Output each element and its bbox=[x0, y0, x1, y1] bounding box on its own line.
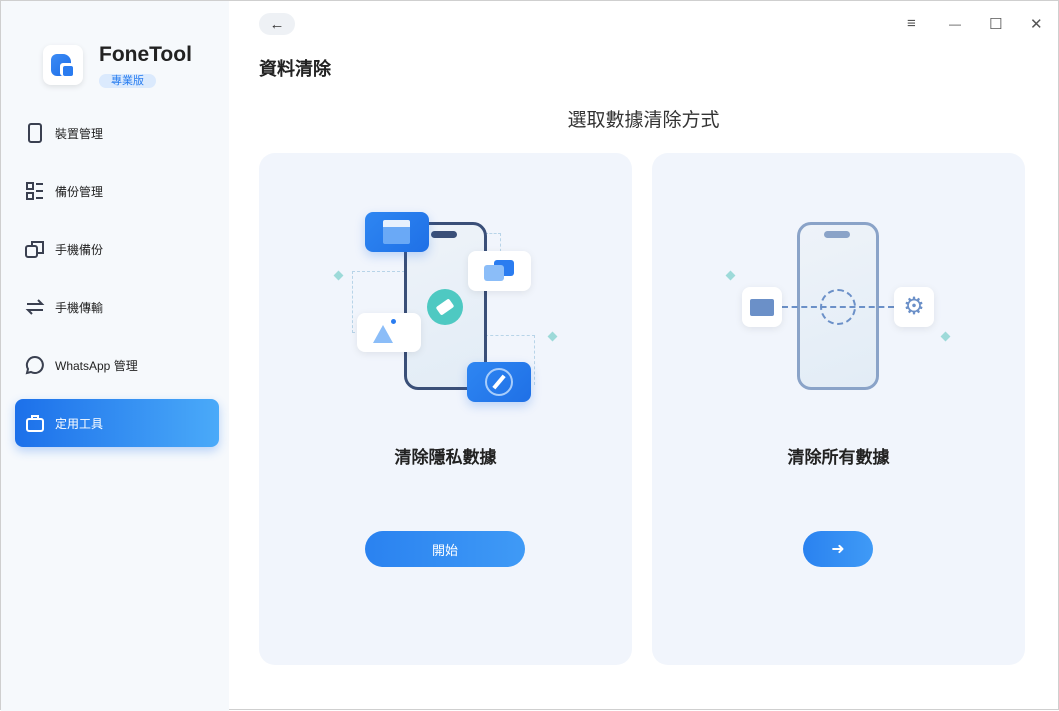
clear-private-data-card[interactable]: 清除隱私數據 開始 bbox=[259, 153, 632, 665]
chat-icon bbox=[25, 355, 44, 375]
messages-icon bbox=[468, 251, 531, 291]
sidebar-item-label: 手機備份 bbox=[55, 242, 104, 257]
sidebar-item-backup-manager[interactable]: 備份管理 bbox=[15, 167, 219, 215]
browser-window-icon bbox=[365, 212, 429, 252]
sidebar-item-phone-transfer[interactable]: 手機傳輸 bbox=[15, 283, 219, 331]
maximize-button[interactable]: ☐ bbox=[989, 16, 1003, 33]
photo-icon bbox=[357, 313, 421, 352]
sidebar-item-whatsapp[interactable]: WhatsApp 管理 bbox=[15, 341, 219, 389]
minimize-button[interactable]: — bbox=[949, 17, 961, 31]
compass-icon bbox=[467, 362, 531, 402]
sidebar: FoneTool 專業版 裝置管理 備份管理 手機備份 手機傳輸 WhatsAp… bbox=[1, 1, 229, 711]
copy-icon bbox=[25, 241, 44, 258]
sidebar-item-tools[interactable]: 定用工具 bbox=[15, 399, 219, 447]
close-button[interactable]: ✕ bbox=[1030, 16, 1043, 33]
app-name: FoneTool bbox=[99, 43, 192, 66]
settings-gear-icon: ⚙ bbox=[894, 287, 934, 327]
sidebar-item-label: 裝置管理 bbox=[55, 126, 104, 141]
menu-button[interactable]: ≡ bbox=[907, 15, 916, 32]
list-icon bbox=[26, 182, 43, 200]
phone-icon bbox=[28, 123, 42, 143]
sidebar-item-label: 手機傳輸 bbox=[55, 300, 104, 315]
eraser-icon bbox=[427, 289, 463, 325]
clear-all-data-card[interactable]: ⚙ 清除所有數據 ➜ bbox=[652, 153, 1025, 665]
toolbox-icon bbox=[26, 415, 44, 432]
start-button[interactable]: 開始 bbox=[365, 531, 525, 567]
back-button[interactable]: ← bbox=[259, 13, 295, 35]
fonetool-logo-icon bbox=[43, 45, 83, 85]
section-subtitle: 選取數據清除方式 bbox=[567, 110, 720, 131]
next-arrow-button[interactable]: ➜ bbox=[803, 531, 873, 567]
sidebar-item-device-manager[interactable]: 裝置管理 bbox=[15, 109, 219, 157]
sidebar-item-label: 定用工具 bbox=[55, 416, 104, 431]
folder-icon bbox=[742, 287, 782, 327]
edition-badge: 專業版 bbox=[99, 74, 156, 88]
target-icon bbox=[820, 289, 856, 325]
sidebar-item-label: WhatsApp 管理 bbox=[55, 358, 138, 373]
sidebar-item-phone-backup[interactable]: 手機備份 bbox=[15, 225, 219, 273]
transfer-icon bbox=[25, 299, 45, 315]
sidebar-item-label: 備份管理 bbox=[55, 184, 104, 199]
card-title: 清除所有數據 bbox=[787, 448, 890, 467]
card-title: 清除隱私數據 bbox=[394, 448, 497, 467]
page-title: 資料清除 bbox=[259, 59, 331, 79]
